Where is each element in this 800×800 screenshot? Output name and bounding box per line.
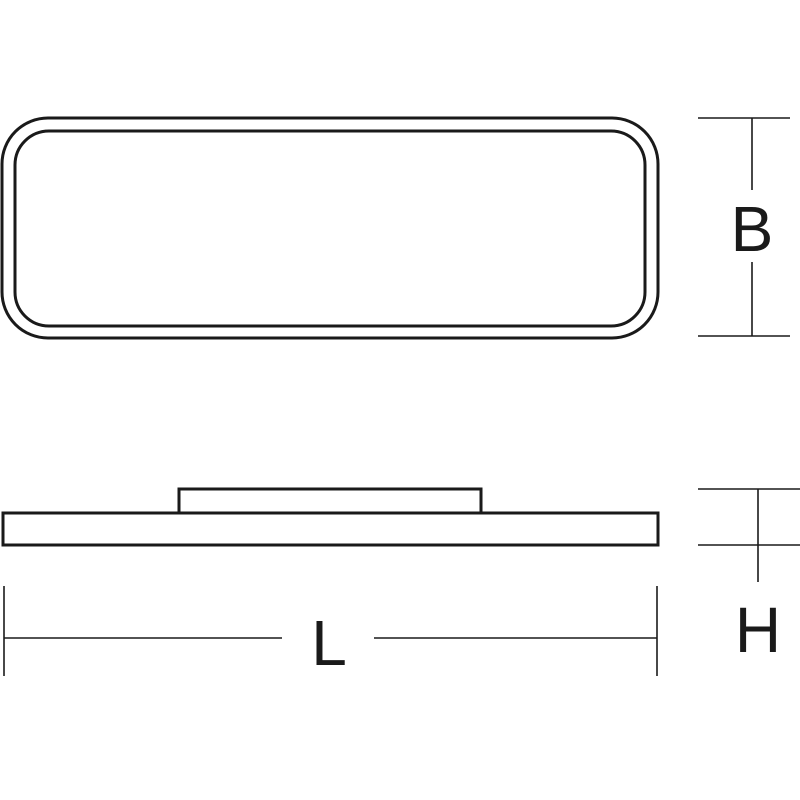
side-view-base-plate: [1, 511, 660, 547]
top-view-outer-outline: [0, 116, 660, 340]
dimension-label-h: H: [735, 594, 781, 666]
dimension-label-b: B: [731, 193, 774, 265]
side-view-top-part: [177, 487, 483, 515]
top-view-inner-outline: [13, 129, 647, 328]
dimension-label-l: L: [311, 607, 347, 679]
